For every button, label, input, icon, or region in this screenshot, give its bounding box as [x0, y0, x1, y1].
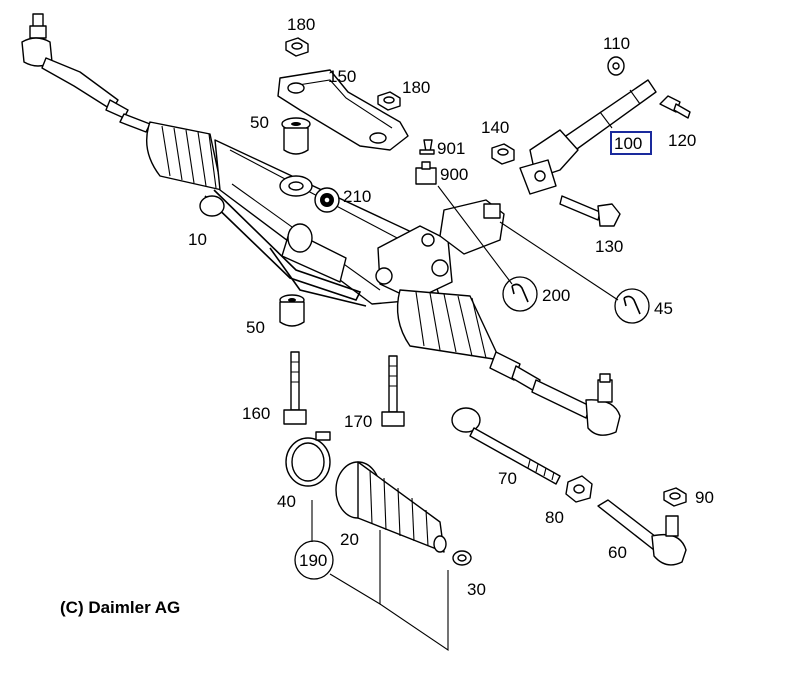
bolt-130	[559, 195, 621, 227]
leader-200	[437, 185, 513, 285]
callout-45: 45	[654, 299, 673, 318]
nut-180-upper	[285, 37, 309, 57]
intermediate-shaft-100	[519, 79, 657, 195]
rubber-mount-50-upper	[281, 117, 311, 155]
right-boot-housing	[396, 289, 521, 381]
tightening-torque-200-icon	[502, 276, 538, 312]
highlight-box-100	[610, 131, 652, 155]
inner-tie-rod-70	[451, 407, 561, 485]
callout-40: 40	[277, 492, 296, 511]
callout-190: 190	[299, 551, 327, 570]
left-inner-rod	[119, 113, 151, 133]
callout-900: 900	[440, 165, 468, 184]
callout-80: 80	[545, 508, 564, 527]
mounting-bracket-150	[277, 69, 409, 151]
leader-45	[499, 221, 619, 301]
callout-110: 110	[603, 34, 630, 53]
callout-170: 170	[344, 412, 372, 431]
nut-140	[491, 143, 515, 165]
clamp-40	[285, 431, 331, 487]
copyright-text: (C) Daimler AG	[60, 598, 180, 617]
callout-200: 200	[542, 286, 570, 305]
callout-30: 30	[467, 580, 486, 599]
callout-150: 150	[328, 67, 356, 86]
callout-50-lower: 50	[246, 318, 265, 337]
callout-90: 90	[695, 488, 714, 507]
symbol-900	[415, 161, 437, 185]
callout-20: 20	[340, 530, 359, 549]
callout-10: 10	[188, 230, 207, 249]
clamp-30	[452, 550, 472, 566]
bolt-170	[381, 355, 405, 427]
callout-160: 160	[242, 404, 270, 423]
callout-180-right: 180	[402, 78, 430, 97]
tightening-torque-45-icon	[614, 288, 650, 324]
boot-20	[335, 461, 447, 553]
bolt-160	[283, 351, 307, 425]
callout-180-upper: 180	[287, 15, 315, 34]
callout-901: 901	[437, 139, 465, 158]
left-tie-rod-end	[21, 13, 129, 119]
nut-90	[663, 487, 687, 507]
right-tie-rod-end-assembled	[511, 365, 621, 436]
callout-210: 210	[343, 187, 371, 206]
callout-130: 130	[595, 237, 623, 256]
callout-60: 60	[608, 543, 627, 562]
callout-100: 100	[614, 134, 642, 153]
seal-210	[314, 187, 340, 213]
bolt-120	[659, 95, 691, 119]
nut-80	[565, 475, 593, 503]
callout-70: 70	[498, 469, 517, 488]
group-190	[294, 500, 449, 652]
callout-120: 120	[668, 131, 696, 150]
rack-housing-10	[146, 121, 505, 307]
callout-140: 140	[481, 118, 509, 137]
nut-180-right	[377, 91, 401, 111]
tie-rod-end-60	[597, 499, 687, 566]
callout-50-upper: 50	[250, 113, 269, 132]
symbol-901	[419, 139, 435, 155]
rubber-mount-50-lower	[279, 294, 305, 327]
washer-110	[607, 56, 625, 76]
